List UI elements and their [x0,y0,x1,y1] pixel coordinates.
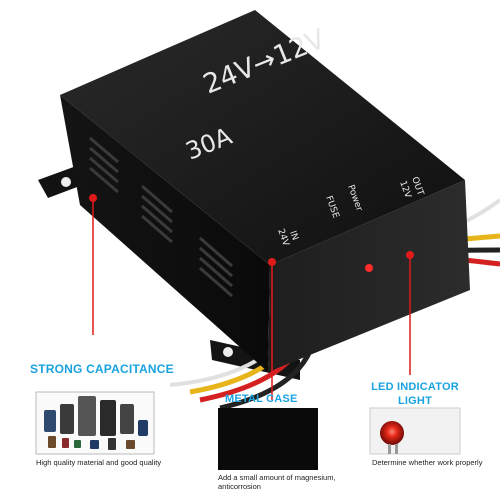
metal-case-photo [218,408,318,470]
callout-pointers [89,194,414,400]
led-caption: Determine whether work properly [372,458,483,467]
metal-case-caption: Add a small amount of magnesium, anticor… [218,473,336,491]
mount-hole-left [61,177,71,187]
vent-slots [89,136,233,298]
box-top-face [60,10,465,265]
capacitor-photo [35,391,155,455]
capacitance-caption: High quality material and good quality [36,458,162,467]
in-label: IN [287,230,300,242]
power-led-icon [365,264,373,272]
box-left-face [60,95,270,372]
metal-case-title: METAL CASE [225,393,298,405]
led-indicator-title: LED INDICATOR LIGHT [371,381,459,407]
capacitance-title: STRONG CAPACITANCE [30,362,174,376]
mount-hole-bottom [223,347,233,357]
box-right-face [268,180,470,372]
led-photo [369,407,461,455]
